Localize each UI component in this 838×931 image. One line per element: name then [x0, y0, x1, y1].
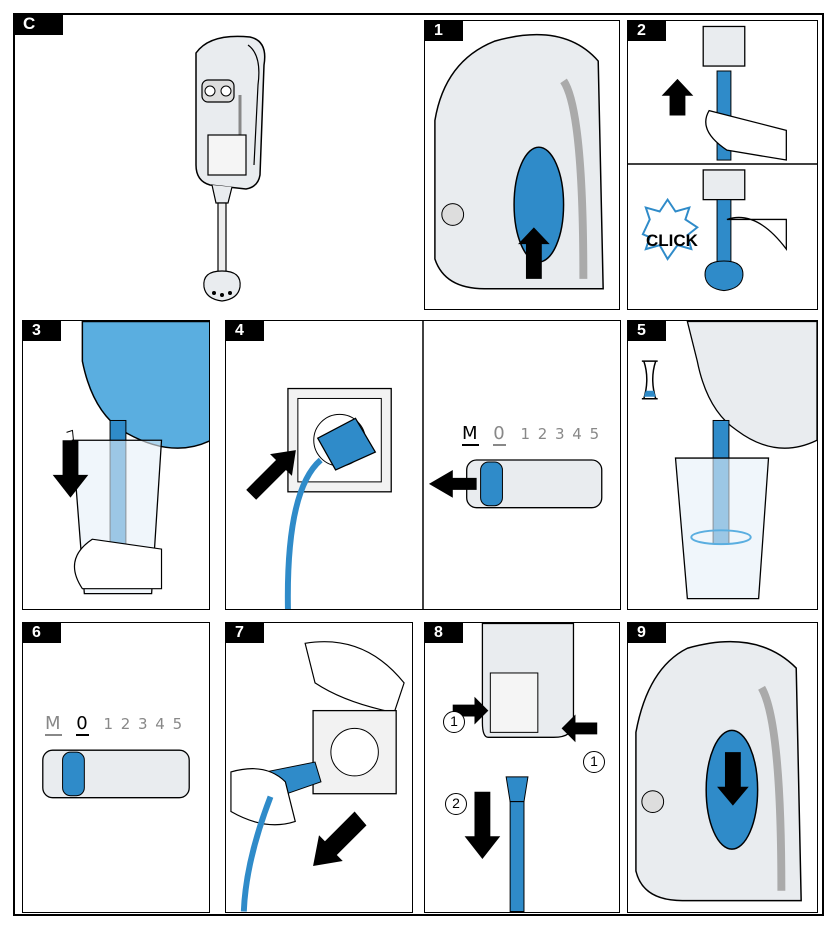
- speed-level-label: 4: [155, 715, 166, 733]
- speed-level-label: 4: [572, 425, 583, 443]
- release-step-marker: 1: [443, 711, 465, 733]
- section-label: C: [13, 13, 63, 35]
- step-7-panel: 7: [225, 622, 413, 913]
- speed-m-label: M: [45, 713, 62, 736]
- speed-level-label: 1: [103, 715, 114, 733]
- step-9-panel: 9: [627, 622, 818, 913]
- release-button-illustration: [628, 623, 817, 912]
- unplug-illustration: [226, 623, 412, 912]
- speed-level-label: 2: [538, 425, 549, 443]
- speed-scale: M 0 1 2 3 4 5: [462, 423, 600, 446]
- step-5-panel: 5: [627, 320, 818, 610]
- speed-level-label: 2: [121, 715, 132, 733]
- step-2-panel: 2 CLICK: [627, 20, 818, 310]
- speed-zero-label: 0: [493, 423, 505, 446]
- blend-wait-illustration: [628, 321, 817, 609]
- hand-blender-overview: [150, 25, 300, 315]
- release-step-marker: 2: [445, 793, 467, 815]
- speed-level-label: 3: [138, 715, 149, 733]
- speed-level-label: 5: [173, 715, 184, 733]
- speed-zero-label: 0: [76, 713, 88, 736]
- release-step-marker: 1: [583, 751, 605, 773]
- plug-in-and-select-speed-illustration: [226, 321, 620, 609]
- switch-off-illustration: [23, 623, 209, 912]
- step-8-panel: 8 1 1 2: [424, 622, 620, 913]
- step-3-panel: 3: [22, 320, 210, 610]
- unlock-button-illustration: [425, 21, 619, 309]
- speed-level-label: 1: [520, 425, 531, 443]
- attach-shaft-illustration: [628, 21, 817, 309]
- speed-m-label: M: [462, 423, 479, 446]
- step-6-panel: 6 M 0 1 2 3 4 5: [22, 622, 210, 913]
- step-1-panel: 1: [424, 20, 620, 310]
- speed-level-label: 3: [555, 425, 566, 443]
- speed-level-label: 5: [590, 425, 601, 443]
- speed-scale: M 0 1 2 3 4 5: [45, 713, 183, 736]
- step-4-panel: 4 M 0 1 2 3 4 5: [225, 320, 621, 610]
- click-label: CLICK: [646, 231, 698, 251]
- insert-in-beaker-illustration: [23, 321, 209, 609]
